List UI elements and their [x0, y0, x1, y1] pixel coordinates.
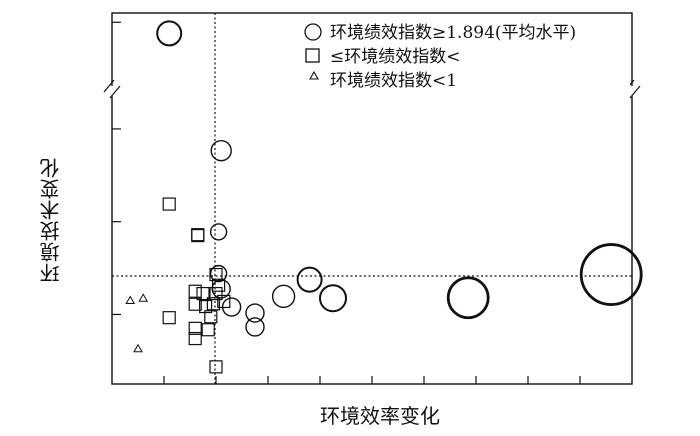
triangle-point-1 — [138, 293, 149, 302]
circle-point-10 — [245, 317, 265, 337]
circle-point-7 — [271, 284, 296, 309]
y-axis-label: 环境技术变化 — [39, 157, 63, 283]
legend: 环境绩效指数≥1.894(平均水平) ≤环境绩效指数< 环境绩效指数<1 — [300, 16, 630, 96]
square-point-14 — [188, 321, 202, 335]
circle-point-6 — [245, 303, 265, 323]
square-point-2 — [191, 229, 205, 243]
triangle-point-2 — [133, 343, 143, 353]
y-axis-ticks — [112, 21, 121, 316]
square-point-9 — [188, 297, 202, 311]
square-point-4 — [212, 278, 226, 292]
circle-point-11 — [446, 276, 490, 320]
square-point-7 — [209, 286, 223, 301]
square-point-15 — [201, 323, 215, 337]
axis-break-gap-left — [104, 86, 120, 96]
x-axis-ticks — [163, 376, 581, 384]
legend-triangle-label: 环境绩效指数<1 — [330, 71, 457, 91]
square-point-0 — [162, 197, 176, 211]
axis-break-mark-left-1 — [103, 79, 115, 93]
legend-item-triangle: 环境绩效指数<1 — [309, 70, 457, 91]
legend-circle-marker — [304, 23, 322, 41]
legend-background — [300, 16, 630, 96]
legend-triangle-marker — [309, 70, 319, 80]
x-axis-label: 环境效率变化 — [320, 404, 440, 428]
square-point-13 — [204, 310, 218, 324]
square-point-10 — [199, 299, 213, 314]
square-point-16 — [188, 331, 202, 346]
legend-item-square: ≤环境绩效指数< — [305, 47, 461, 67]
axis-break-mark-right-2 — [629, 85, 641, 99]
square-point-11 — [206, 297, 220, 311]
legend-square-label: ≤环境绩效指数< — [330, 47, 461, 67]
square-point-6 — [196, 286, 210, 301]
plot-frame — [103, 12, 641, 385]
square-point-5 — [188, 284, 202, 298]
axis-break-gap-right — [624, 86, 640, 96]
legend-item-circle: 环境绩效指数≥1.894(平均水平) — [304, 23, 576, 43]
data-points — [125, 20, 643, 374]
circle-point-12 — [579, 243, 643, 306]
circle-point-8 — [296, 266, 323, 293]
axis-break-mark-left-2 — [109, 85, 121, 99]
circle-point-3 — [209, 264, 228, 283]
square-point-17 — [209, 360, 223, 374]
legend-square-marker — [305, 48, 320, 63]
circle-point-2 — [209, 223, 228, 241]
square-point-12 — [162, 311, 176, 325]
circle-point-1 — [210, 140, 232, 162]
triangle-point-0 — [125, 295, 136, 305]
circle-point-9 — [319, 284, 347, 313]
circle-point-0 — [156, 20, 183, 47]
square-point-1 — [191, 228, 205, 242]
legend-circle-label: 环境绩效指数≥1.894(平均水平) — [330, 23, 576, 43]
square-point-3 — [209, 267, 223, 282]
square-point-8 — [217, 294, 231, 309]
